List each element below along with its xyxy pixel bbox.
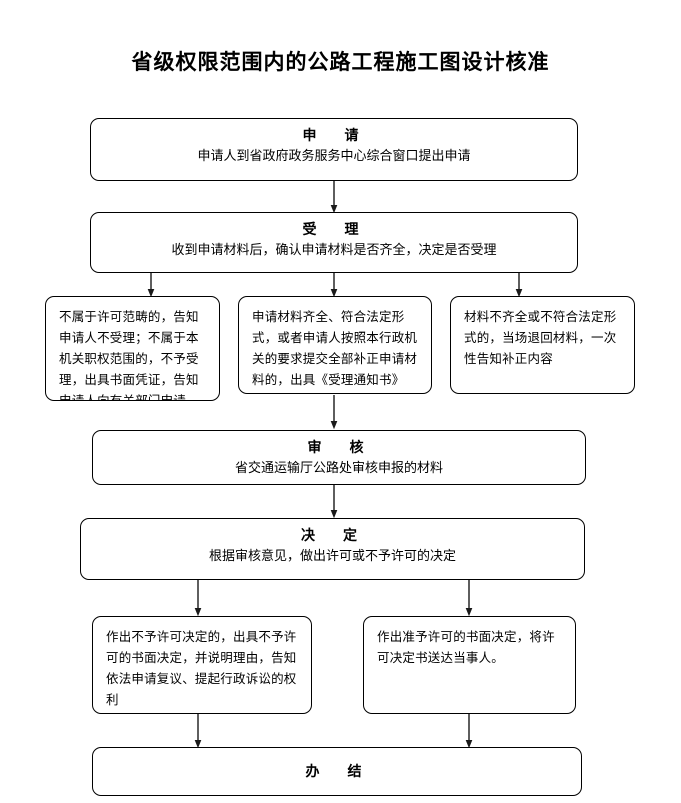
node-branch-not-permitted-body: 不属于许可范畴的，告知申请人不受理；不属于本机关职权范围的，不予受理，出具书面凭… — [59, 309, 199, 401]
page-title: 省级权限范围内的公路工程施工图设计核准 — [131, 50, 550, 74]
node-decision-grant[interactable]: 作出准予许可的书面决定，将许可决定书送达当事人。 — [363, 616, 576, 714]
node-review-body: 省交通运输厅公路处审核申报的材料 — [234, 461, 443, 476]
node-decision-deny[interactable]: 作出不予许可决定的，出具不予许可的书面决定，并说明理由，告知依法申请复议、提起行… — [92, 616, 312, 714]
node-decide-body: 根据审核意见，做出许可或不予许可的决定 — [208, 549, 456, 564]
node-branch-materials-incomplete[interactable]: 材料不齐全或不符合法定形式的，当场退回材料，一次性告知补正内容 — [450, 296, 635, 394]
node-branch-not-permitted[interactable]: 不属于许可范畴的，告知申请人不受理；不属于本机关职权范围的，不予受理，出具书面凭… — [45, 296, 220, 401]
node-finish[interactable]: 办 结 — [92, 747, 582, 796]
node-review-title: 审 核 — [307, 440, 371, 456]
node-decision-deny-body: 作出不予许可决定的，出具不予许可的书面决定，并说明理由，告知依法申请复议、提起行… — [106, 629, 297, 707]
node-accept-body: 收到申请材料后，确认申请材料是否齐全，决定是否受理 — [171, 243, 497, 258]
node-apply-title: 申 请 — [302, 128, 366, 144]
node-decision-grant-body: 作出准予许可的书面决定，将许可决定书送达当事人。 — [377, 629, 555, 665]
node-finish-title: 办 结 — [305, 763, 369, 780]
node-branch-materials-complete[interactable]: 申请材料齐全、符合法定形式，或者申请人按照本行政机关的要求提交全部补正申请材料的… — [238, 296, 432, 394]
node-branch-materials-incomplete-body: 材料不齐全或不符合法定形式的，当场退回材料，一次性告知补正内容 — [464, 309, 617, 366]
node-accept[interactable]: 受 理 收到申请材料后，确认申请材料是否齐全，决定是否受理 — [90, 212, 578, 273]
node-apply[interactable]: 申 请 申请人到省政府政务服务中心综合窗口提出申请 — [90, 118, 578, 181]
node-apply-body: 申请人到省政府政务服务中心综合窗口提出申请 — [197, 149, 471, 164]
node-branch-materials-complete-body: 申请材料齐全、符合法定形式，或者申请人按照本行政机关的要求提交全部补正申请材料的… — [252, 309, 418, 387]
node-review[interactable]: 审 核 省交通运输厅公路处审核申报的材料 — [92, 430, 586, 485]
node-decide-title: 决 定 — [301, 528, 364, 544]
node-decide[interactable]: 决 定 根据审核意见，做出许可或不予许可的决定 — [80, 518, 585, 580]
node-accept-title: 受 理 — [302, 222, 366, 238]
